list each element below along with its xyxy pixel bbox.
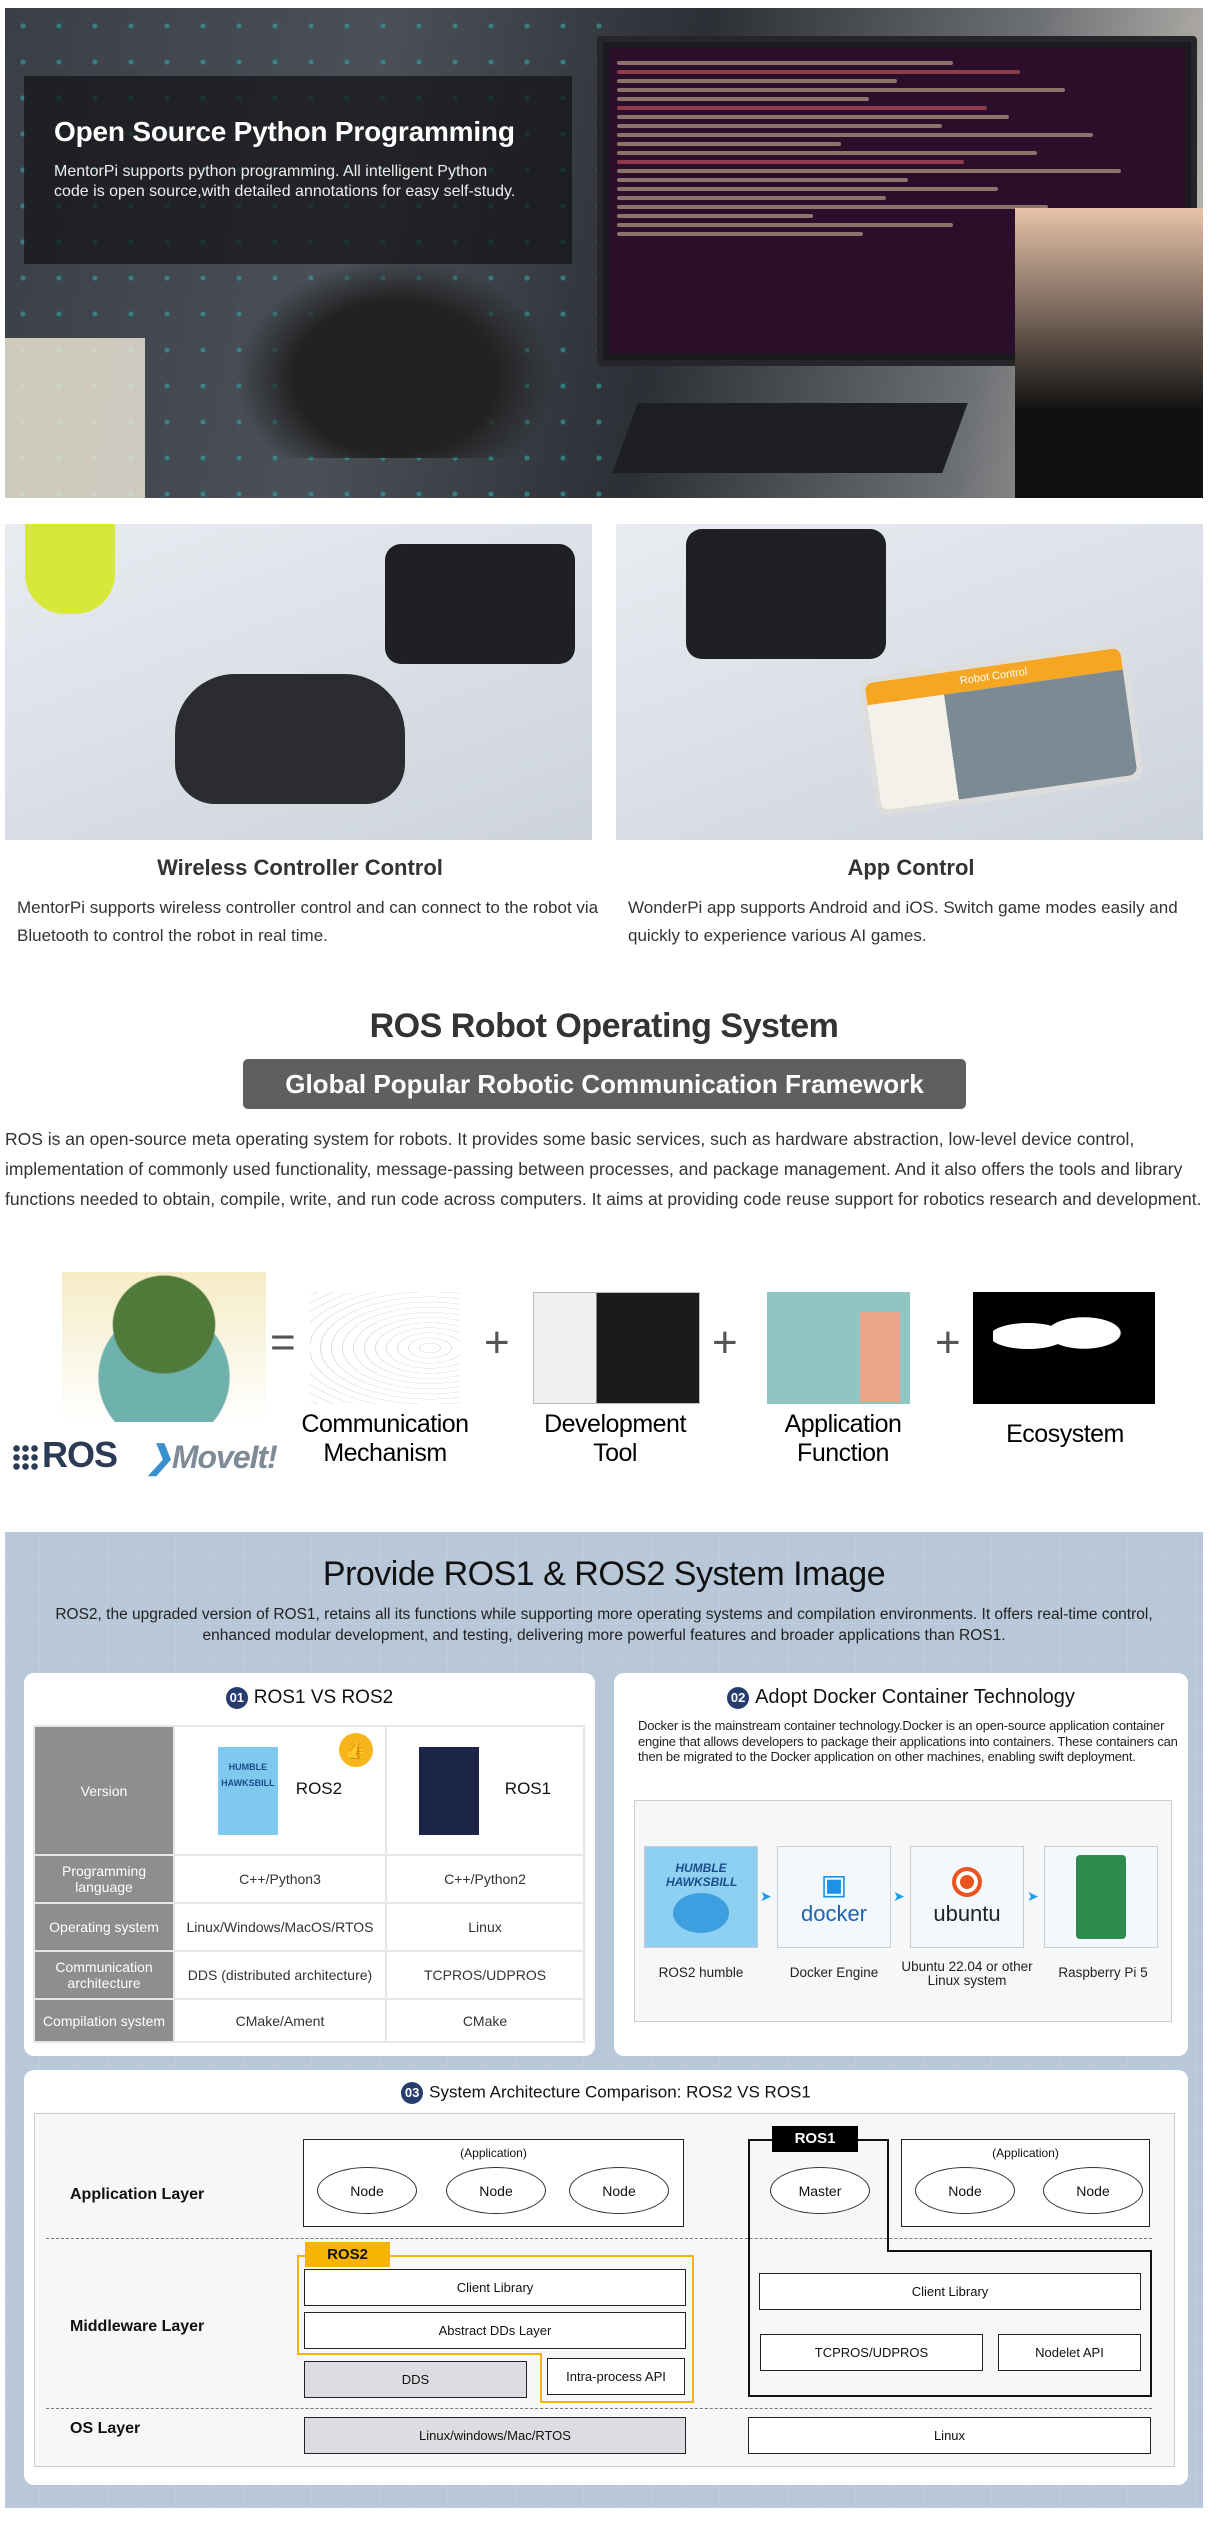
moveit-logo: ❯MoveIt! xyxy=(146,1439,278,1475)
ros1-tag: ROS1 xyxy=(772,2126,858,2152)
hero-overlay: Open Source Python Programming MentorPi … xyxy=(24,76,572,264)
step-label: ROS2 humble xyxy=(658,1965,744,1980)
docker-whale-icon: ▣ xyxy=(820,1868,848,1900)
plus-sign: + xyxy=(712,1318,738,1367)
node: Node xyxy=(1043,2167,1143,2214)
hero-title: Open Source Python Programming xyxy=(54,116,515,147)
ros-compare-table: Version HUMBLE HAWKSBILL ROS2 👍 ROS1 Pro… xyxy=(33,1725,585,2043)
system-image-title: Provide ROS1 & ROS2 System Image xyxy=(322,1555,886,1593)
plus-sign: + xyxy=(935,1318,961,1367)
ros2-tag: ROS2 xyxy=(305,2242,390,2267)
feature-title: Wireless Controller Control xyxy=(157,855,443,880)
raspberry-pi-tile xyxy=(1044,1846,1158,1948)
node: Node xyxy=(446,2167,546,2214)
ros1-version: ROS1 xyxy=(504,1779,552,1799)
component-label: Ecosystem xyxy=(1006,1420,1124,1448)
arrow-right-icon: ➤ xyxy=(760,1888,772,1904)
step-label: Docker Engine xyxy=(789,1965,879,1980)
humble-hawksbill-poster: HUMBLE HAWKSBILL xyxy=(217,1746,278,1835)
ros-paragraph: ROS is an open-source meta operating sys… xyxy=(5,1129,1202,1209)
ros-dots-icon xyxy=(12,1444,38,1471)
tcpros-box: TCPROS/UDPROS xyxy=(760,2334,983,2371)
ros-logo: ROS xyxy=(12,1434,118,1476)
client-library-box: Client Library xyxy=(304,2269,686,2306)
keyboard-image xyxy=(612,403,968,473)
parts-boxes-image xyxy=(5,338,145,498)
ros2-version: ROS2 xyxy=(295,1779,343,1799)
ecosystem-map-image xyxy=(973,1292,1155,1404)
layer-divider xyxy=(46,2238,1152,2239)
node: Node xyxy=(915,2167,1015,2214)
melodic-morenia-poster xyxy=(418,1746,479,1835)
node: Node xyxy=(317,2167,417,2214)
feature-text: MentorPi supports wireless controller co… xyxy=(17,898,599,945)
person-image xyxy=(1015,208,1203,498)
ros2-os-box: Linux/windows/Mac/RTOS xyxy=(304,2417,686,2454)
system-image-text: ROS2, the upgraded version of ROS1, reta… xyxy=(55,1606,1153,1644)
intra-process-box: Intra-process API xyxy=(547,2358,685,2395)
communication-graph-image xyxy=(310,1292,460,1404)
feature-text: WonderPi app supports Android and iOS. S… xyxy=(628,898,1178,945)
step-label: Ubuntu 22.04 or other Linux system xyxy=(901,1959,1033,1988)
nodelet-api-box: Nodelet API xyxy=(998,2334,1141,2371)
arrow-right-icon: ➤ xyxy=(1027,1888,1039,1904)
raspberry-pi-board-image xyxy=(1076,1855,1126,1939)
step-label: Raspberry Pi 5 xyxy=(1058,1965,1148,1980)
thumbs-up-icon: 👍 xyxy=(339,1733,373,1767)
master-node: Master xyxy=(770,2167,870,2214)
controller-photo xyxy=(5,524,592,840)
ros-banner: Global Popular Robotic Communication Fra… xyxy=(243,1059,966,1109)
ubuntu-logo: ubuntu xyxy=(933,1901,1001,1926)
ros1-client-library-box: Client Library xyxy=(759,2273,1141,2310)
ros-title: ROS Robot Operating System xyxy=(369,1007,839,1045)
humble-logo: HUMBLE HAWKSBILL xyxy=(666,1861,738,1889)
docker-tile: ▣docker xyxy=(777,1846,891,1948)
ros2-humble-tile: HUMBLE HAWKSBILL xyxy=(644,1846,758,1948)
abstract-dds-box: Abstract DDs Layer xyxy=(304,2312,686,2349)
ubuntu-icon xyxy=(952,1867,982,1897)
hero-text: MentorPi supports python programming. Al… xyxy=(54,163,516,200)
version-label: Version xyxy=(33,1725,175,1856)
node: Node xyxy=(569,2167,669,2214)
moveit-chevron-icon: ❯ xyxy=(146,1439,173,1475)
ros2-outline xyxy=(297,2255,694,2355)
docker-logo: docker xyxy=(800,1900,868,1926)
development-tool-image xyxy=(533,1292,700,1404)
plus-sign: + xyxy=(484,1318,510,1367)
gamepad-image xyxy=(175,674,405,804)
ubuntu-tile: ubuntu xyxy=(910,1846,1024,1948)
robot-image xyxy=(385,544,575,664)
docker-text: Docker is the mainstream container techn… xyxy=(638,1718,1178,1764)
layer-label: Middleware Layer xyxy=(70,2318,205,2335)
phone-image: Robot Control xyxy=(857,640,1145,818)
app-photo: Robot Control xyxy=(616,524,1203,840)
feature-title: App Control xyxy=(847,855,975,880)
equals-sign: = xyxy=(270,1318,296,1367)
dds-box: DDS xyxy=(304,2361,527,2398)
ros-turtle-logo-image xyxy=(62,1272,266,1422)
layer-label: OS Layer xyxy=(70,2420,141,2437)
layer-divider xyxy=(46,2408,1152,2409)
robot-image xyxy=(235,258,555,458)
arrow-right-icon: ➤ xyxy=(893,1888,905,1904)
application-function-image xyxy=(767,1292,910,1404)
layer-label: Application Layer xyxy=(70,2186,205,2203)
table-row: Version HUMBLE HAWKSBILL ROS2 👍 ROS1 xyxy=(33,1725,585,1856)
robot-image xyxy=(686,529,886,659)
lamp-image xyxy=(25,524,115,614)
ros1-os-box: Linux xyxy=(748,2417,1151,2454)
